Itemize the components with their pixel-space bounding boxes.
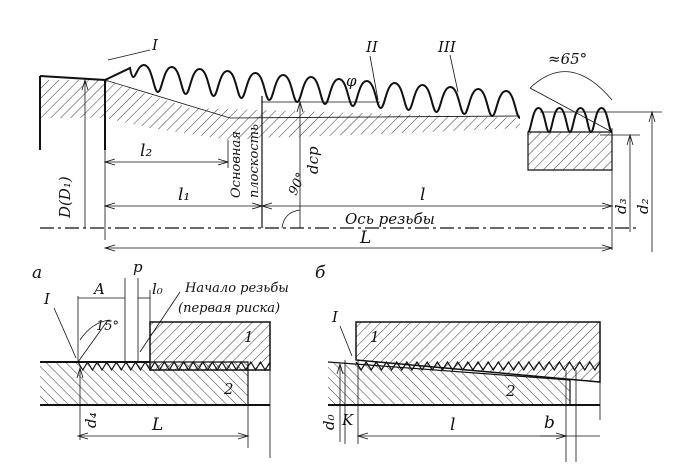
detail-I-a-leader: [53, 307, 77, 359]
b-label: b: [544, 413, 555, 433]
part1-a: 1: [244, 328, 254, 346]
thread-body-hatch: [40, 80, 520, 140]
angle-90-arc: [281, 209, 301, 229]
D-label: D(D₁): [56, 176, 74, 219]
thread-root-line: [104, 79, 521, 119]
d2-arrow: [648, 110, 656, 123]
detail-I-leader: [107, 49, 151, 61]
detail-II-label: II: [365, 38, 379, 56]
angle-15-arc: [79, 319, 111, 341]
L-label: L: [359, 228, 371, 248]
l0-label: l₀: [152, 280, 163, 298]
l-arrow-r: [601, 202, 614, 210]
l-arrow-l: [260, 202, 273, 210]
top-figure: ≈65° I II III φ l₂ l₁ l Ось резьбы: [39, 36, 662, 252]
thread-b: [355, 360, 601, 372]
l1-label: l₁: [178, 185, 190, 205]
dcp-label: dср: [304, 146, 322, 174]
part2-b: 2: [505, 382, 516, 400]
detail-I-b: I: [331, 308, 339, 326]
l2-arrow-l: [103, 158, 116, 166]
base-plane-label-2: плоскость: [247, 124, 262, 198]
d3-label: d₃: [612, 198, 630, 214]
L-arrow-l: [103, 244, 116, 252]
La-label: L: [151, 415, 163, 435]
D-arrow: [81, 78, 89, 91]
detail-II-leader: [369, 55, 379, 101]
L-arrow-r: [601, 244, 614, 252]
dcp-arrow: [296, 100, 304, 113]
K-label: K: [341, 411, 354, 429]
La-arrow-l: [76, 432, 89, 440]
d0-label: d₀: [320, 414, 338, 430]
d2-label: d₂: [634, 198, 652, 214]
thread-end-body: [527, 131, 613, 171]
detail-III-label: III: [437, 38, 457, 56]
detail-III-leader: [449, 54, 459, 93]
A-label: A: [92, 280, 105, 298]
l2-label: l₂: [140, 141, 152, 161]
axis-label: Ось резьбы: [345, 210, 435, 228]
lb-arrow-l: [356, 432, 369, 440]
d4-arrow: [76, 366, 84, 379]
figure-a: а p A l₀ Начало резьбы (первая риска) 15…: [32, 258, 289, 458]
d3-arrow: [626, 133, 634, 146]
thread-a: [77, 360, 271, 372]
base-plane-label-1: Основная: [229, 131, 244, 198]
La-arrow-r: [237, 432, 250, 440]
thread-profile: [104, 63, 521, 119]
phi-label: φ: [346, 72, 357, 90]
angle-65-arc: [529, 71, 613, 101]
angle-15-ray: [77, 319, 109, 363]
detail-I-a: I: [43, 290, 51, 308]
l1-arrow-l: [103, 202, 116, 210]
angle-15-label: 15°: [96, 319, 119, 334]
lb-label: l: [450, 415, 455, 435]
p-label: p: [133, 258, 143, 276]
figure-b: б I 1 2 d₀ K l b: [315, 263, 601, 462]
fig-a-label: а: [32, 263, 42, 283]
fig-b-label: б: [315, 263, 326, 283]
part2-a: 2: [223, 380, 234, 398]
detail-I-b-leader: [339, 325, 353, 357]
start-label-2: (первая риска): [178, 301, 280, 316]
angle-65-ray: [529, 87, 613, 133]
part1-b: 1: [370, 328, 380, 346]
d0-arrow: [336, 362, 344, 375]
d4-label: d₄: [82, 412, 100, 428]
start-leader: [139, 291, 181, 353]
detail-I-label: I: [151, 36, 159, 54]
angle-65-label: ≈65°: [548, 50, 587, 68]
start-label-1: Начало резьбы: [184, 281, 289, 296]
l-label: l: [420, 185, 425, 205]
